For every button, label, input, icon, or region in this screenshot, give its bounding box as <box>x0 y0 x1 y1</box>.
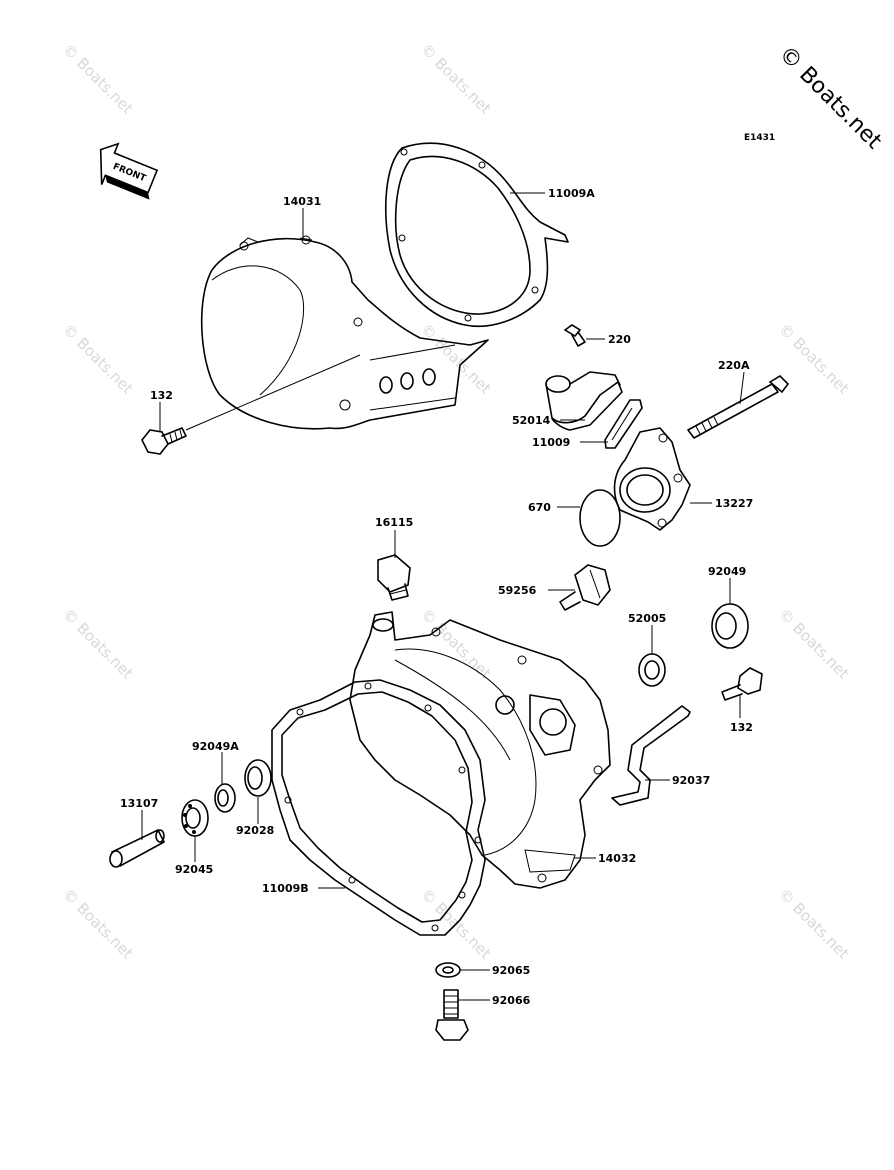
part-label-14032: 14032 <box>598 852 636 865</box>
bolt-132-bottom <box>721 667 763 701</box>
part-label-92037: 92037 <box>672 774 710 787</box>
magneto-cover-14031 <box>200 235 489 430</box>
bolt-220 <box>563 324 586 347</box>
bolt-92066 <box>435 989 469 1041</box>
o-ring-670 <box>579 489 621 547</box>
watermark: © Boats.net <box>417 605 495 683</box>
bolt-220A <box>687 374 790 439</box>
part-label-52005: 52005 <box>628 612 666 625</box>
part-label-92045: 92045 <box>175 863 213 876</box>
part-label-11009A: 11009A <box>548 187 595 200</box>
part-label-16115: 16115 <box>375 516 413 529</box>
part-label-220: 220 <box>608 333 631 346</box>
watermark: © Boats.net <box>59 320 137 398</box>
gasket-11009A <box>384 142 569 328</box>
seal-92028 <box>244 759 272 797</box>
part-label-59256: 59256 <box>498 584 537 597</box>
pump-housing-13227 <box>613 427 691 531</box>
gasket-11009B <box>271 679 486 936</box>
watermark: © Boats.net <box>59 605 137 683</box>
bolt-132-top <box>141 427 187 455</box>
watermark: © Boats.net <box>59 885 137 963</box>
main-cover-14032 <box>349 611 611 889</box>
watermark: © Boats.net <box>417 40 495 118</box>
washer-92065 <box>435 962 461 978</box>
bearing-92045 <box>181 799 209 837</box>
part-label-13107: 13107 <box>120 797 158 810</box>
gasket-11009 <box>604 399 643 449</box>
part-label-92049A: 92049A <box>192 740 239 753</box>
part-label-92066: 92066 <box>492 994 531 1007</box>
part-label-13227: 13227 <box>715 497 753 510</box>
front-arrow-icon: FRONT <box>99 142 159 200</box>
watermark: © Boats.net <box>775 605 853 683</box>
shaft-13107 <box>109 829 165 868</box>
diagram-code: E1431 <box>744 133 775 143</box>
part-label-11009: 11009 <box>532 436 570 449</box>
bushing-52005 <box>638 653 666 687</box>
part-label-14031: 14031 <box>283 195 321 208</box>
watermark: © Boats.net <box>417 320 495 398</box>
plug-16115 <box>377 554 411 601</box>
part-label-670: 670 <box>528 501 551 514</box>
part-label-52014: 52014 <box>512 414 551 427</box>
watermark: © Boats.net <box>775 885 853 963</box>
pipe-92037 <box>611 705 691 806</box>
part-label-132-top: 132 <box>150 389 173 402</box>
water-pipe-52014 <box>545 371 623 431</box>
part-labels: 14031 11009A 220 220A 132 52014 11009 13… <box>120 187 753 1007</box>
sensor-59256 <box>559 564 611 611</box>
copyright-mark: © Boats.net <box>774 42 887 155</box>
part-label-11009B: 11009B <box>262 882 309 895</box>
part-label-132-bottom: 132 <box>730 721 753 734</box>
oil-seal-92049 <box>711 603 749 649</box>
watermark: © Boats.net <box>59 40 137 118</box>
part-label-92049: 92049 <box>708 565 746 578</box>
seal-92049A <box>214 783 236 813</box>
leader-lines <box>141 192 745 1001</box>
part-label-92028: 92028 <box>236 824 274 837</box>
part-label-220A: 220A <box>718 359 750 372</box>
part-label-92065: 92065 <box>492 964 530 977</box>
